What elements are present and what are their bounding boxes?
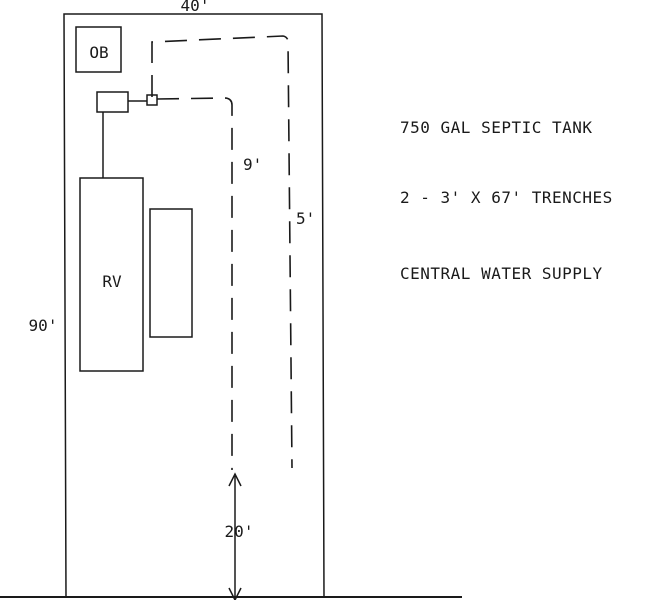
dim-lot-length: 90' bbox=[29, 316, 58, 335]
rv-outline bbox=[79, 177, 144, 372]
note-water-supply: CENTRAL WATER SUPPLY bbox=[400, 264, 603, 283]
septic-tank bbox=[96, 91, 129, 113]
setback-dimension-arrow bbox=[228, 472, 242, 600]
dim-edge-distance: 5' bbox=[296, 209, 315, 228]
note-trenches: 2 - 3' X 67' TRENCHES bbox=[400, 188, 613, 207]
dim-lot-width: 40' bbox=[181, 0, 210, 15]
dim-setback: 20' bbox=[225, 522, 254, 541]
pad-outline bbox=[149, 208, 193, 338]
trench-outer bbox=[151, 35, 293, 469]
trench-inner bbox=[156, 97, 233, 470]
rv-label: RV bbox=[102, 272, 122, 291]
note-septic-tank: 750 GAL SEPTIC TANK bbox=[400, 118, 593, 137]
lot-boundary bbox=[63, 13, 325, 599]
outbuilding bbox=[75, 26, 122, 73]
outbuilding-label: OB bbox=[89, 43, 108, 62]
dim-trench-spacing: 9' bbox=[243, 155, 262, 174]
